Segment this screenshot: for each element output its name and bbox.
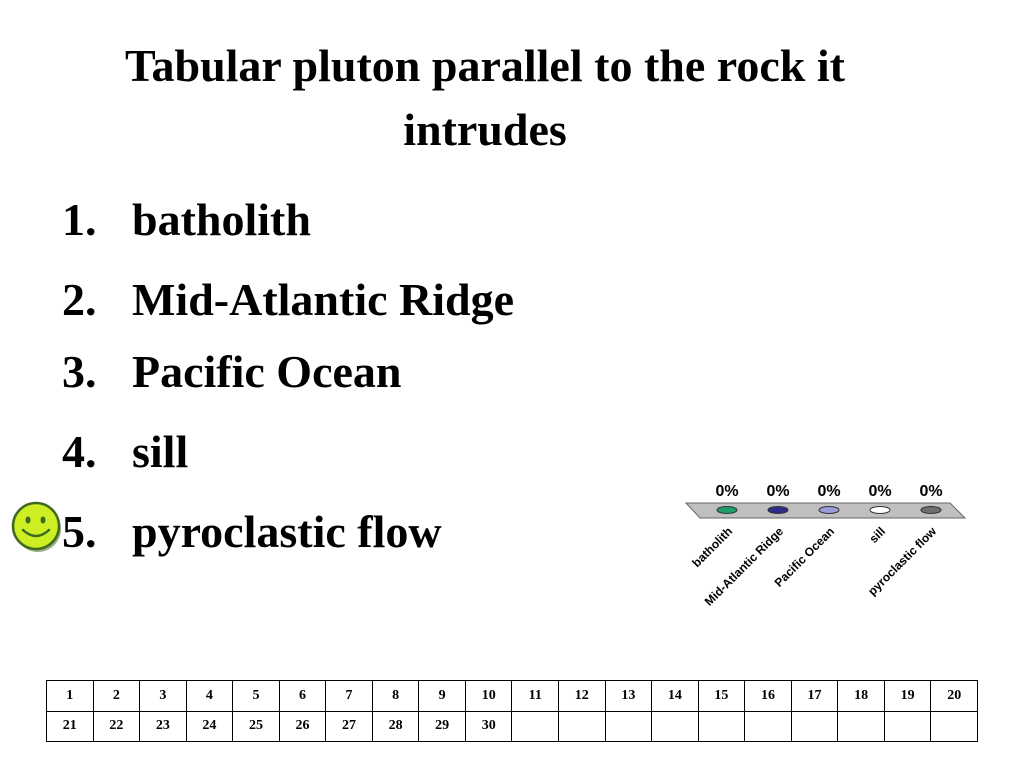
- grid-cell: 16: [744, 680, 792, 712]
- grid-cell: 9: [418, 680, 466, 712]
- grid-cell: 13: [604, 680, 653, 712]
- grid-cell: [790, 710, 839, 742]
- grid-cell: 2: [92, 680, 141, 712]
- bar-4-base: [869, 506, 891, 514]
- answer-text: pyroclastic flow: [132, 506, 442, 557]
- grid-cell: 1: [46, 680, 94, 712]
- question-title: Tabular pluton parallel to the rock it i…: [125, 40, 845, 155]
- grid-cell: 23: [139, 710, 187, 742]
- grid-cell: 19: [883, 680, 932, 712]
- grid-cell: [883, 710, 932, 742]
- grid-cell: 26: [278, 710, 327, 742]
- data-label-3: 0%: [817, 483, 840, 500]
- bar-1-base: [716, 506, 738, 514]
- bar-5-base: [920, 506, 942, 514]
- grid-cell: 25: [232, 710, 280, 742]
- grid-cell: 11: [511, 680, 560, 712]
- data-label-4: 0%: [868, 483, 891, 500]
- data-label-1: 0%: [715, 483, 738, 500]
- grid-cell: 30: [464, 710, 513, 742]
- answer-text: Pacific Ocean: [132, 346, 402, 397]
- answer-option-5[interactable]: 5. pyroclastic flow: [62, 502, 522, 562]
- grid-cell: 17: [790, 680, 839, 712]
- grid-cell: 15: [697, 680, 746, 712]
- bar-2-base: [767, 506, 789, 514]
- grid-cell: 18: [837, 680, 885, 712]
- grid-cell: [930, 710, 978, 742]
- smiley-face-icon: [11, 501, 61, 552]
- grid-cell: 7: [325, 680, 373, 712]
- answer-number: 1.: [62, 194, 97, 245]
- grid-cell: 12: [558, 680, 606, 712]
- grid-cell: 21: [46, 710, 94, 742]
- grid-cell: 8: [371, 680, 420, 712]
- answer-number: 3.: [62, 346, 97, 397]
- bar-3-base: [818, 506, 840, 514]
- grid-cell: 6: [278, 680, 327, 712]
- grid-cell: 24: [185, 710, 234, 742]
- category-label-4: sill: [866, 524, 888, 546]
- answer-number: 2.: [62, 274, 97, 325]
- grid-cell: 27: [325, 710, 373, 742]
- grid-cell: [744, 710, 792, 742]
- grid-cell: [558, 710, 606, 742]
- grid-cell: [511, 710, 560, 742]
- answer-text: sill: [132, 426, 189, 477]
- grid-cell: 29: [418, 710, 466, 742]
- answer-list: 1. batholith 2. Mid-Atlantic Ridge 3. Pa…: [62, 190, 522, 582]
- grid-cell: 28: [371, 710, 420, 742]
- grid-cell: 22: [92, 710, 141, 742]
- answer-text: Mid-Atlantic Ridge: [132, 274, 515, 325]
- answer-number: 4.: [62, 426, 97, 477]
- grid-cell: [651, 710, 699, 742]
- grid-cell: 10: [464, 680, 513, 712]
- grid-cell: [837, 710, 885, 742]
- data-label-5: 0%: [919, 483, 942, 500]
- grid-cell: [604, 710, 653, 742]
- grid-cell: 20: [930, 680, 978, 712]
- data-label-2: 0%: [766, 483, 789, 500]
- answer-option-4[interactable]: 4. sill: [62, 422, 522, 482]
- grid-cell: 5: [232, 680, 280, 712]
- answer-option-2[interactable]: 2. Mid-Atlantic Ridge: [62, 270, 522, 330]
- grid-cell: 4: [185, 680, 234, 712]
- grid-cell: [697, 710, 746, 742]
- category-label-1: batholith: [689, 524, 735, 570]
- answer-option-3[interactable]: 3. Pacific Ocean: [62, 342, 522, 402]
- grid-cell: 3: [139, 680, 187, 712]
- grid-cell: 14: [651, 680, 699, 712]
- answer-option-1[interactable]: 1. batholith: [62, 190, 522, 250]
- answer-text: batholith: [132, 194, 311, 245]
- answer-number: 5.: [62, 506, 97, 557]
